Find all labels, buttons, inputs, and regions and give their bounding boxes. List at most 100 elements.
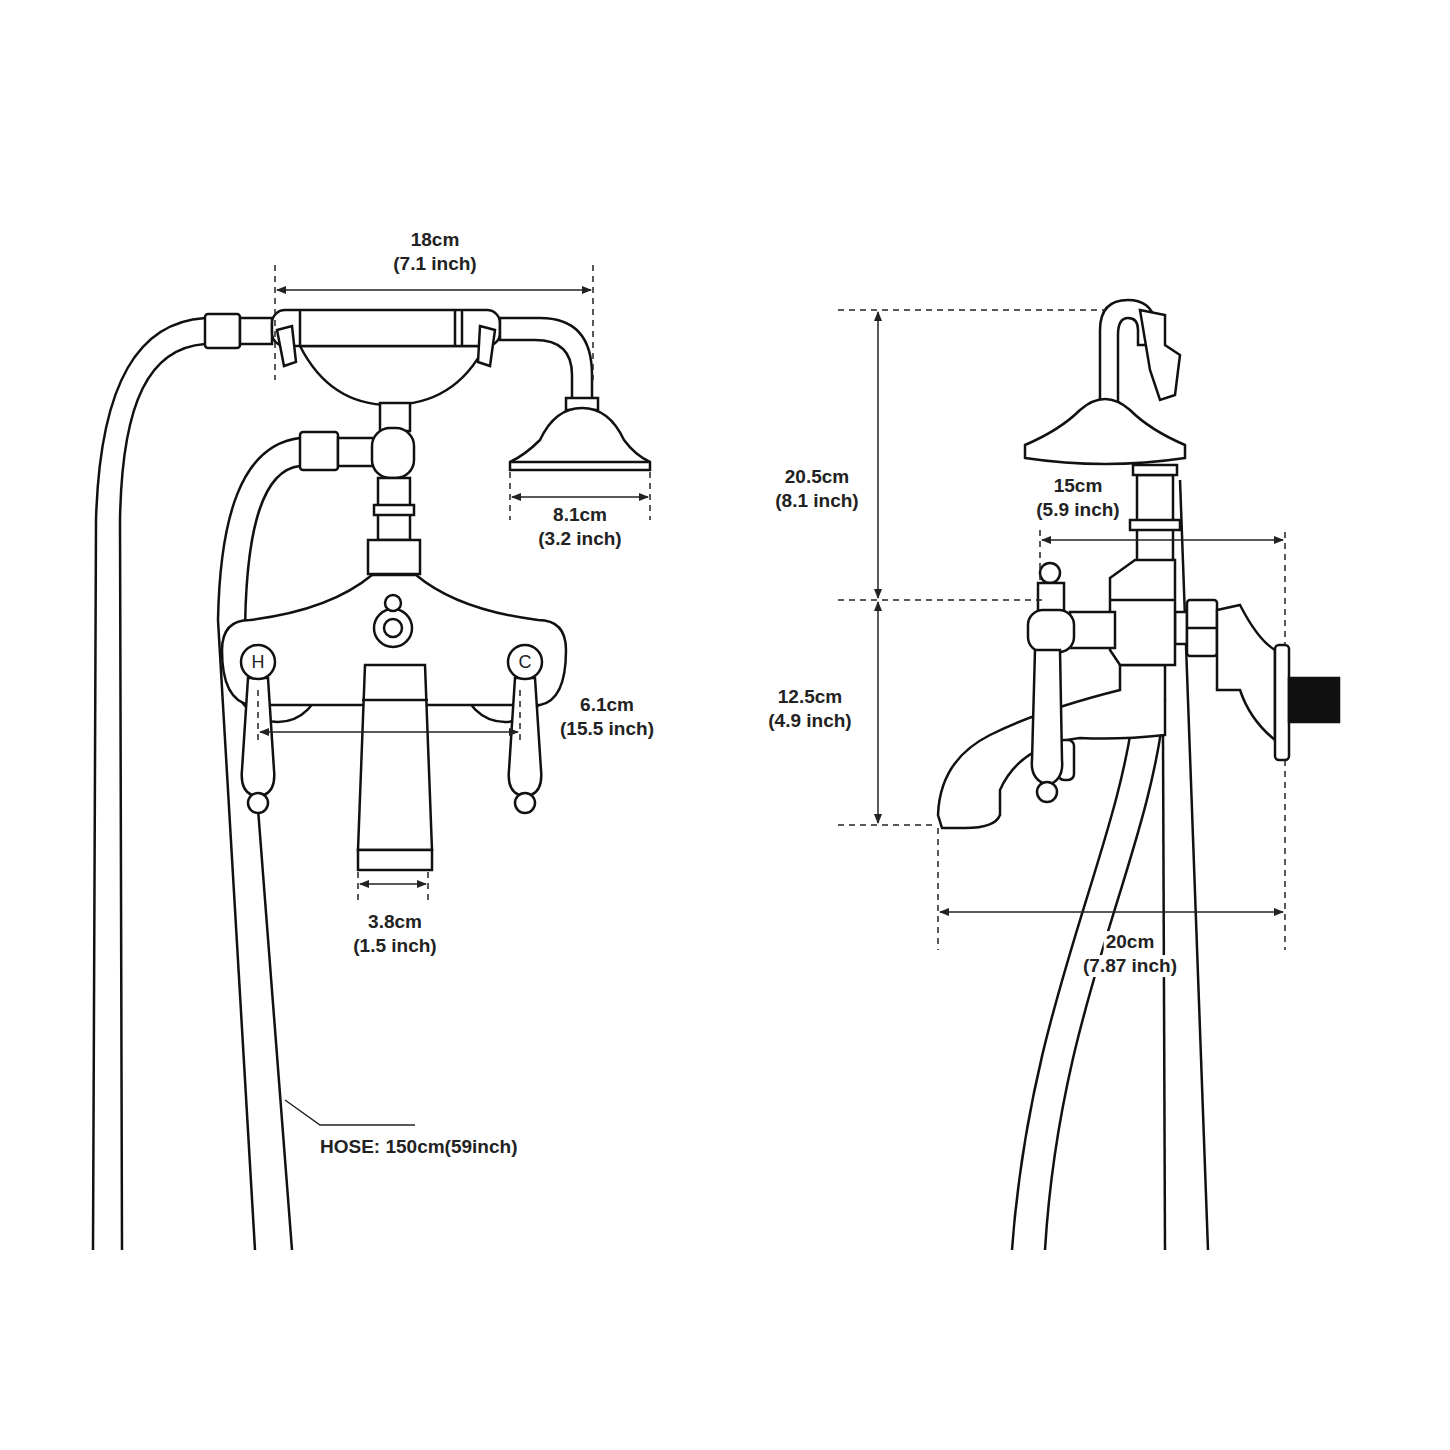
dimension-line-part [649, 472, 651, 520]
faucet-side-part [1032, 650, 1062, 785]
faucet-side-part [1025, 399, 1185, 464]
handle-part [515, 793, 535, 813]
faucet-body-part [374, 609, 412, 647]
dimension-label: (1.5 inch) [351, 935, 438, 957]
dimension-label: 12.5cm [776, 686, 844, 708]
faucet-body-part [358, 665, 432, 850]
faucet-side-part [1037, 782, 1057, 802]
faucet-side-part [1187, 600, 1217, 656]
dimension-label: (5.9 inch) [1034, 499, 1121, 521]
faucet-body-part [372, 428, 414, 478]
handle-mark: C [519, 653, 532, 671]
handset-part [478, 326, 495, 366]
faucet-body-part [385, 595, 401, 611]
handset [205, 310, 650, 470]
dimension-line-part [1284, 760, 1286, 950]
faucet-side-part [1040, 563, 1060, 583]
handset-part [205, 314, 240, 348]
dimension-line-part [360, 883, 426, 885]
dimension-line-part [277, 289, 591, 291]
dimension-label: (7.87 inch) [1081, 955, 1179, 977]
dimension-line-part [937, 828, 939, 950]
dimension-line-part [1042, 539, 1283, 541]
hose [93, 318, 300, 1250]
dimension-label: (4.9 inch) [766, 710, 853, 732]
handle-part [241, 645, 275, 679]
handle-part [509, 678, 542, 795]
dimension-label: 3.8cm [366, 911, 424, 933]
dimension-label: 8.1cm [551, 504, 609, 526]
dimension-line [838, 310, 1285, 950]
faucet-side-part [1130, 520, 1180, 530]
faucet-side-part [1187, 627, 1217, 630]
dimension-label: 20cm [1104, 931, 1157, 953]
dimension-line-part [838, 824, 935, 826]
hose-part [120, 344, 205, 1250]
callout-label: HOSE: 150cm(59inch) [318, 1136, 519, 1158]
faucet-side-part [1110, 560, 1175, 665]
dimension-line-part [519, 690, 521, 745]
dimension-line-part [838, 599, 1045, 601]
handset-part [500, 318, 592, 405]
handle [241, 645, 542, 813]
handle-part [248, 793, 268, 813]
faucet-side-part [1133, 465, 1177, 475]
hose [1012, 480, 1208, 1250]
dimension-line-part [285, 1100, 415, 1125]
faucet-side-part [1217, 605, 1275, 740]
faucet-side-part [1140, 310, 1180, 400]
dimension-line-part [274, 265, 276, 380]
faucet-body-part [384, 619, 402, 637]
dimension-line-part [838, 309, 1105, 311]
dimension-label: 20.5cm [783, 466, 851, 488]
faucet-side-part [1289, 678, 1339, 722]
handset-part [510, 408, 650, 470]
faucet-side-part [1028, 610, 1074, 652]
dimension-label: (3.2 inch) [536, 528, 623, 550]
dimension-line-part [877, 312, 879, 598]
handle-mark: H [252, 653, 265, 671]
handle-part [242, 678, 275, 795]
handset-part [454, 310, 457, 346]
faucet-body-part [300, 432, 338, 470]
handset-part [461, 310, 464, 346]
hose-part [1180, 480, 1208, 1250]
faucet-body-part [374, 505, 414, 515]
handset-part [299, 310, 302, 346]
faucet-side-part [1175, 612, 1187, 644]
faucet-side-part [1038, 583, 1064, 611]
dimension-label: (15.5 inch) [558, 718, 656, 740]
faucet-side-part [1137, 475, 1173, 561]
dimension-line-part [940, 911, 1283, 913]
hose-part [93, 318, 205, 1250]
dimension-line-part [512, 496, 648, 498]
handset-part [300, 346, 485, 405]
faucet-side [938, 300, 1339, 828]
dimension-line-part [1039, 530, 1041, 582]
faucet-side-part [1070, 612, 1115, 648]
faucet-body [222, 403, 566, 870]
faucet-body-part [338, 438, 374, 466]
handset-part [240, 318, 272, 344]
dimension-line [258, 265, 650, 1125]
dimension-line-part [1284, 532, 1286, 645]
dimension-label: 15cm [1052, 475, 1105, 497]
dimension-line-part [257, 690, 259, 745]
faucet-side-part [1110, 599, 1175, 602]
dimension-label: 18cm [409, 229, 462, 251]
dimension-label: (8.1 inch) [773, 490, 860, 512]
dimension-line-part [427, 872, 429, 900]
handset-part [277, 326, 296, 366]
faucet-body-part [358, 850, 432, 870]
handset-part [272, 310, 500, 346]
dimension-label: (7.1 inch) [391, 253, 478, 275]
faucet-body-part [362, 699, 428, 702]
dimension-line-part [260, 731, 518, 733]
dimension-line-part [509, 472, 511, 520]
faucet-side-part [1275, 645, 1289, 760]
handle-part [508, 645, 542, 679]
dimension-label: 6.1cm [578, 694, 636, 716]
handset-part [510, 461, 650, 464]
